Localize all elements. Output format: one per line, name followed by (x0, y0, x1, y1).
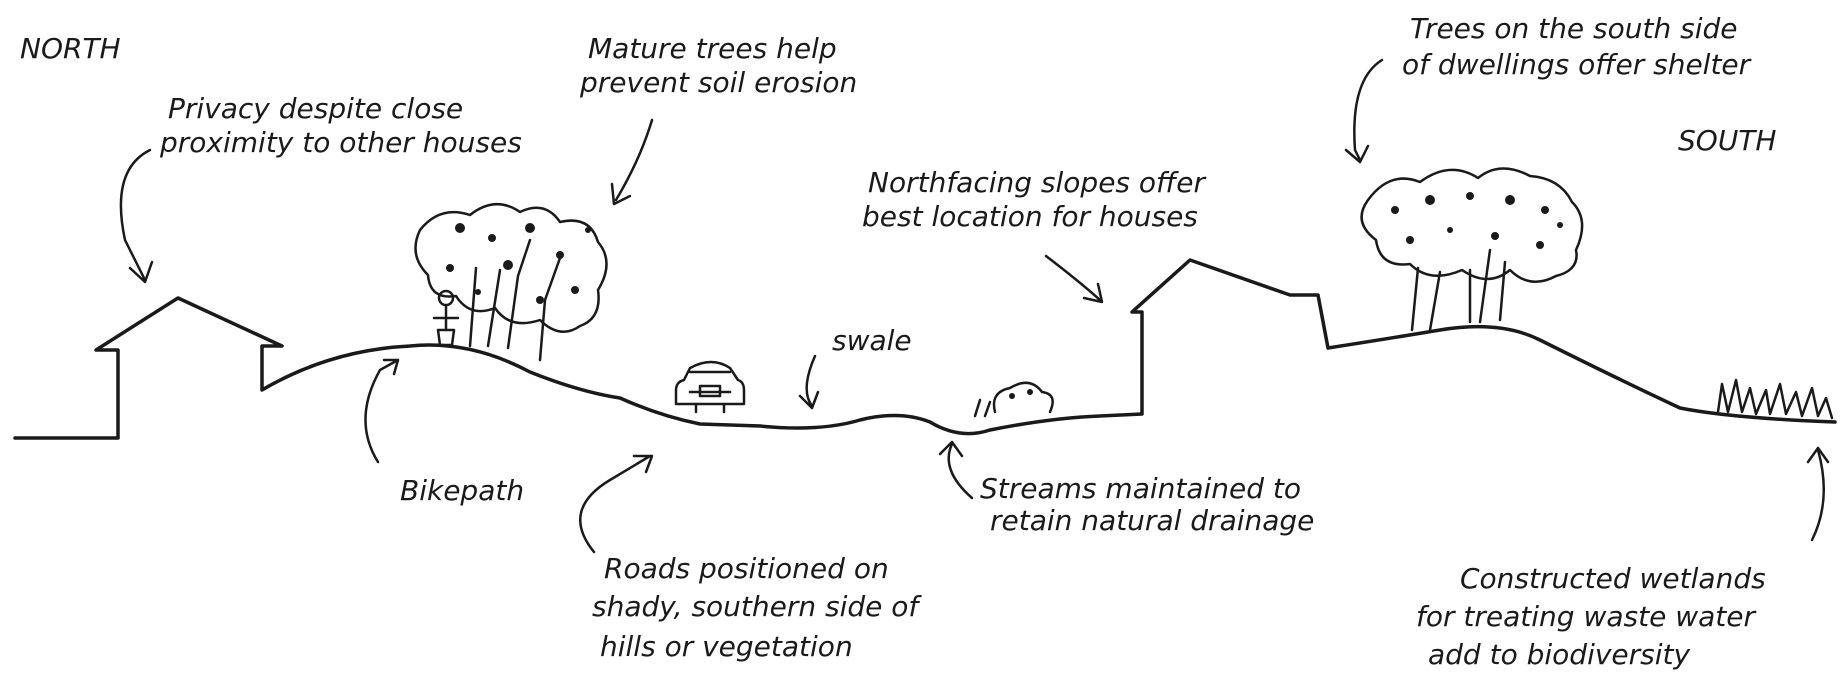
wetlands-label-line2: for treating waste water (1416, 600, 1756, 633)
privacy-label-line2: proximity to other houses (159, 126, 522, 159)
wetlands-label-line1: Constructed wetlands (1460, 562, 1766, 595)
mature-trees-label-line2: prevent soil erosion (579, 66, 857, 99)
roads-label-line2: shady, southern side of (592, 590, 922, 623)
wetland-grass (1716, 378, 1834, 420)
bike-rider-icon (432, 289, 460, 347)
trees-south-label-line2: of dwellings offer shelter (1402, 48, 1752, 81)
bikepath-label: Bikepath (400, 474, 524, 507)
car-icon (674, 360, 746, 414)
roads-label-line3: hills or vegetation (600, 630, 853, 663)
north-facing-label-line2: best location for houses (862, 200, 1198, 233)
terrain-profile (13, 258, 1837, 440)
north-facing-label-line1: Northfacing slopes offer (868, 166, 1206, 199)
stream-bush (973, 381, 1054, 418)
mature-trees-label-line1: Mature trees help (588, 32, 837, 65)
trees-south-label-line1: Trees on the south side (1410, 12, 1737, 45)
swale-label: swale (832, 324, 912, 357)
streams-label-line2: retain natural drainage (990, 504, 1314, 537)
privacy-label-line1: Privacy despite close (168, 92, 463, 125)
south-trees (1360, 167, 1584, 332)
streams-label-line1: Streams maintained to (980, 472, 1301, 505)
mature-trees (414, 203, 608, 362)
north-label: NORTH (20, 32, 121, 65)
south-label: SOUTH (1678, 124, 1776, 157)
annotation-arrows (119, 58, 1830, 554)
wetlands-label-line3: add to biodiversity (1428, 638, 1691, 671)
roads-label-line1: Roads positioned on (604, 552, 889, 585)
